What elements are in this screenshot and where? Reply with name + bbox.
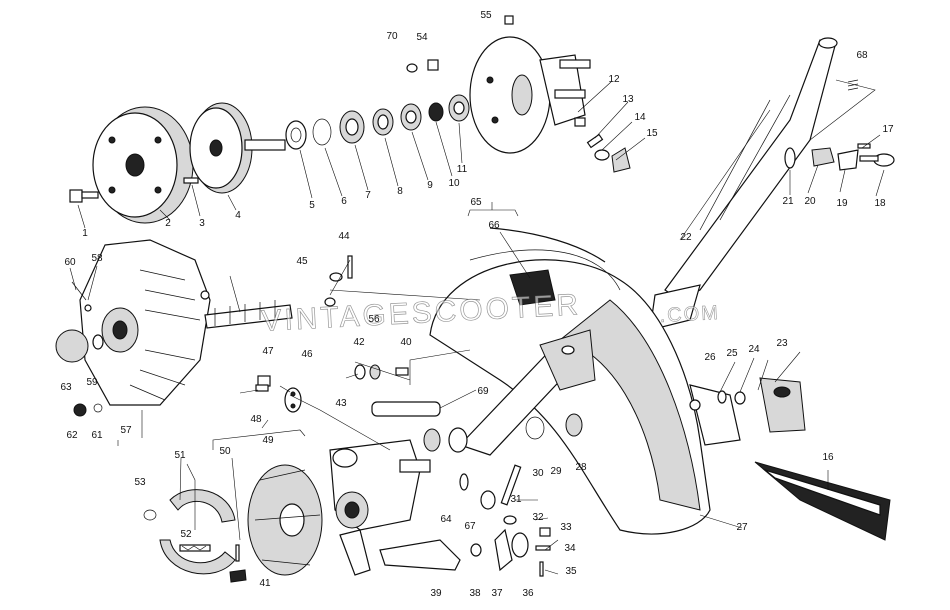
callout-35: 35: [565, 566, 577, 577]
callout-20: 20: [804, 196, 816, 207]
decal-stripe: [754, 461, 891, 541]
callout-7: 7: [365, 190, 371, 201]
callout-58: 58: [91, 253, 103, 264]
bearing-row: [285, 94, 470, 150]
callout-55: 55: [480, 10, 492, 21]
callout-57: 57: [120, 425, 132, 436]
callout-16: 16: [822, 452, 834, 463]
callout-52: 52: [180, 529, 192, 540]
callout-10: 10: [448, 178, 460, 189]
callout-8: 8: [397, 186, 403, 197]
callout-40: 40: [400, 337, 412, 348]
callout-2: 2: [165, 218, 171, 229]
brake-shoes: [159, 489, 247, 583]
callout-47: 47: [262, 346, 274, 357]
callout-41: 41: [259, 578, 271, 589]
callout-62: 62: [66, 430, 78, 441]
shock-mount-parts: [689, 377, 806, 446]
callout-54: 54: [416, 32, 428, 43]
callout-11: 11: [457, 164, 468, 175]
callout-56: 56: [368, 314, 380, 325]
stud-3: [183, 177, 199, 184]
fork-steering-tube: [649, 37, 838, 331]
callout-29: 29: [550, 466, 562, 477]
bolt-1: [69, 189, 99, 203]
callout-66: 66: [488, 220, 500, 231]
brake-drum: [92, 106, 194, 224]
callout-70: 70: [386, 31, 398, 42]
callout-24: 24: [748, 344, 760, 355]
callout-1: 1: [82, 228, 88, 239]
callout-14: 14: [634, 112, 646, 123]
callout-39: 39: [430, 588, 442, 599]
callout-65: 65: [470, 197, 482, 208]
callout-64: 64: [440, 514, 452, 525]
callout-34: 34: [564, 543, 576, 554]
callout-48: 48: [250, 414, 262, 425]
callout-9: 9: [427, 180, 433, 191]
callout-27: 27: [736, 522, 748, 533]
callout-45: 45: [296, 256, 308, 267]
callout-63: 63: [60, 382, 72, 393]
brake-backplate: [79, 239, 211, 406]
callout-4: 4: [235, 210, 241, 221]
misc-small-bottom: [143, 509, 551, 577]
callout-36: 36: [522, 588, 534, 599]
callout-44: 44: [338, 231, 350, 242]
callout-38: 38: [469, 588, 481, 599]
swinging-link: [371, 329, 596, 456]
callout-51: 51: [174, 450, 186, 461]
callout-6: 6: [341, 196, 347, 207]
callout-50: 50: [219, 446, 231, 457]
watermark-suffix: .COM: [659, 302, 720, 327]
callout-59: 59: [86, 377, 98, 388]
front-mudguard: [429, 227, 711, 535]
callout-42: 42: [353, 337, 365, 348]
callout-49: 49: [262, 435, 274, 446]
callout-3: 3: [199, 218, 205, 229]
callout-67: 67: [464, 521, 476, 532]
backplate-small-parts: [55, 281, 293, 417]
callout-43: 43: [335, 398, 347, 409]
callout-25: 25: [726, 348, 738, 359]
callout-17: 17: [882, 124, 894, 135]
callout-12: 12: [608, 74, 620, 85]
callout-33: 33: [560, 522, 572, 533]
callout-32: 32: [532, 512, 544, 523]
callout-13: 13: [622, 94, 634, 105]
hub-flange: [189, 102, 286, 194]
callout-23: 23: [776, 338, 788, 349]
callout-26: 26: [704, 352, 716, 363]
callout-28: 28: [575, 462, 587, 473]
callout-46: 46: [301, 349, 313, 360]
callout-19: 19: [836, 198, 848, 209]
callout-31: 31: [510, 494, 522, 505]
callout-68: 68: [856, 50, 868, 61]
callout-5: 5: [309, 200, 315, 211]
callout-30: 30: [532, 468, 544, 479]
brake-plate-49: [247, 464, 323, 576]
callout-22: 22: [680, 232, 692, 243]
fork-parts-right: [784, 79, 895, 171]
callout-18: 18: [874, 198, 886, 209]
callout-61: 61: [91, 430, 103, 441]
small-screws-top: [406, 15, 631, 173]
callout-53: 53: [134, 477, 146, 488]
callout-21: 21: [782, 196, 794, 207]
callout-37: 37: [491, 588, 503, 599]
callout-15: 15: [646, 128, 658, 139]
brake-housing: [329, 439, 461, 576]
callout-69: 69: [477, 386, 489, 397]
callout-60: 60: [64, 257, 76, 268]
link-hardware: [255, 255, 522, 510]
swingarm-housing: [469, 36, 591, 154]
leader-lines: [69, 79, 885, 575]
